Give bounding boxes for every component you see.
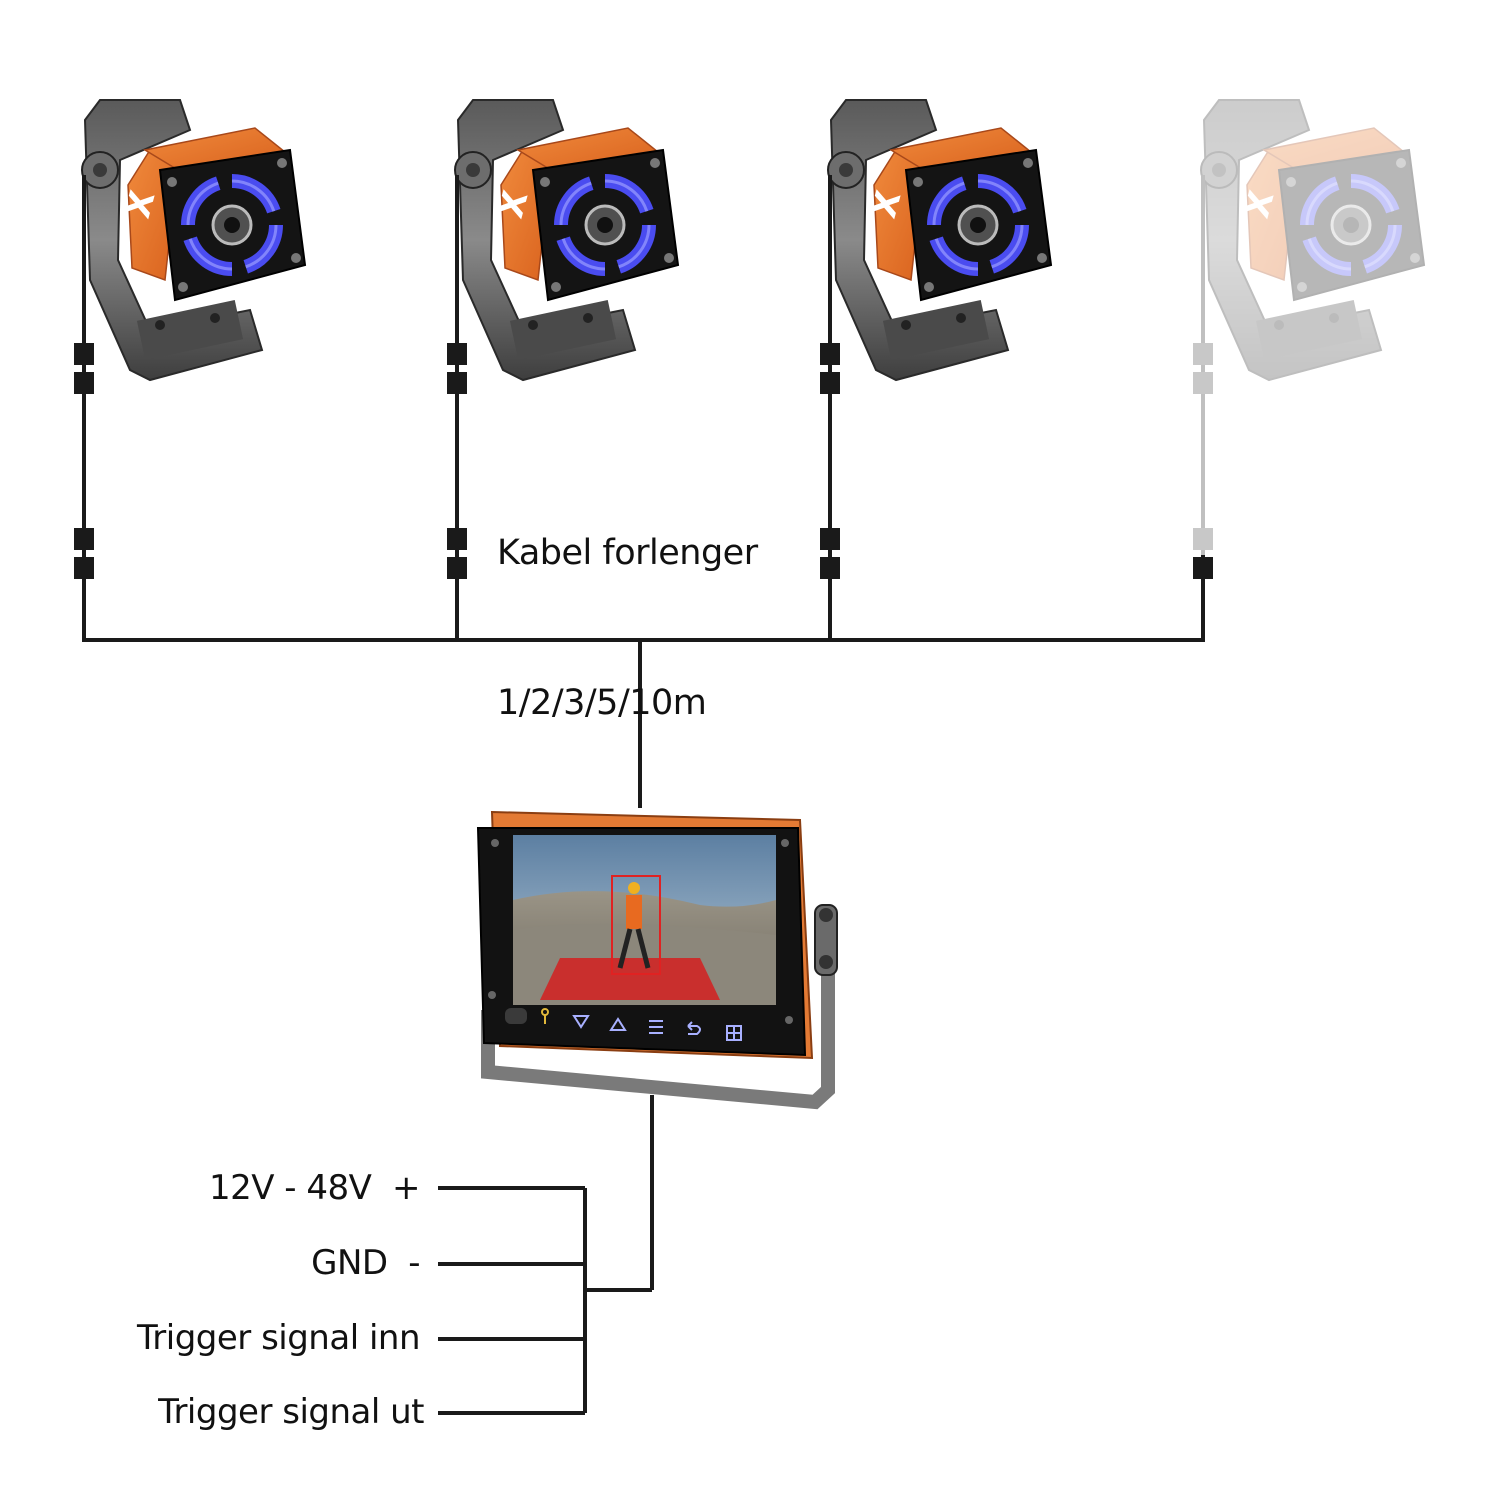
wire-label-trigger-in: Trigger signal inn (137, 1318, 421, 1358)
monitor (476, 810, 838, 1110)
grid-icon[interactable] (726, 1025, 742, 1041)
up-icon[interactable] (609, 1017, 627, 1031)
menu-icon[interactable] (649, 1020, 663, 1034)
camera-2 (455, 100, 678, 380)
wire-label-trigger-out: Trigger signal ut (158, 1392, 424, 1432)
trunk-cable (82, 638, 1205, 808)
wire-label-power: 12V - 48V + (208, 1168, 421, 1208)
monitor-screen (513, 835, 776, 1005)
back-icon[interactable] (687, 1021, 701, 1035)
camera-3 (828, 100, 1051, 380)
camera-1 (82, 100, 305, 380)
connectors (74, 343, 1213, 579)
down-icon[interactable] (572, 1015, 590, 1029)
camera-4-optional (1201, 100, 1424, 380)
cable-extension-lengths: 1/2/3/5/10m (497, 683, 707, 723)
monitor-buttons (541, 1008, 742, 1041)
person-icon[interactable] (541, 1008, 549, 1024)
wire-label-gnd: GND - (311, 1243, 420, 1283)
cable-extension-label: Kabel forlenger 1/2/3/5/10m (497, 428, 758, 778)
power-harness (438, 1095, 654, 1415)
cable-extension-title: Kabel forlenger (497, 533, 758, 573)
